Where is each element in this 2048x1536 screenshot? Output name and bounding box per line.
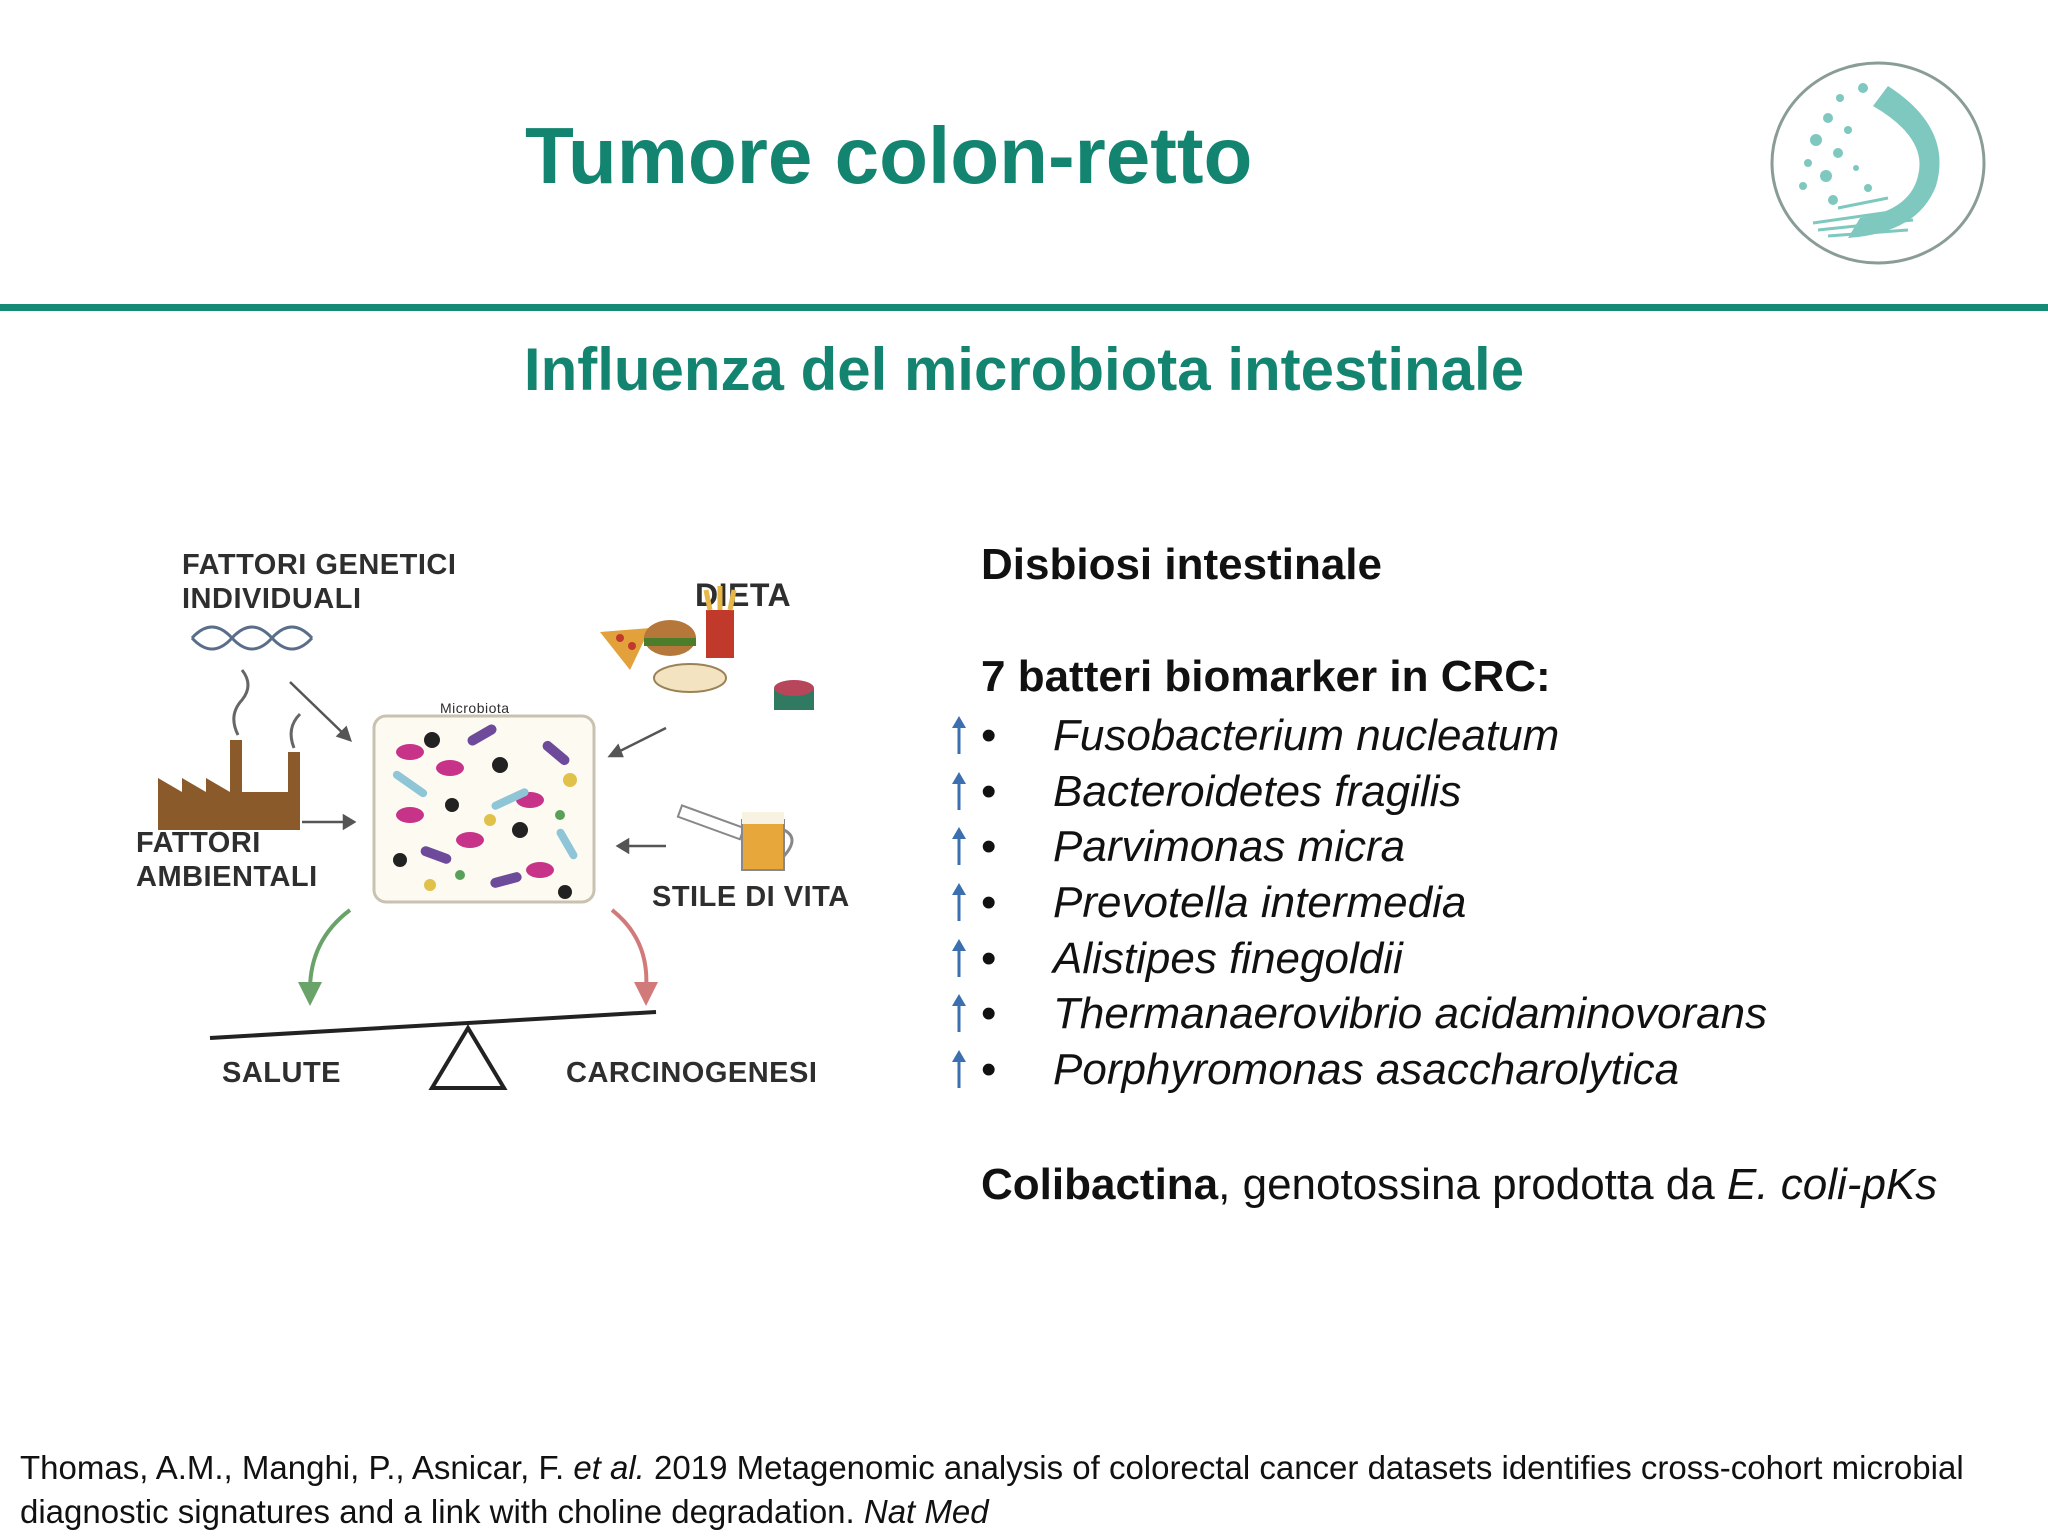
reference-journal: Nat Med	[863, 1493, 989, 1530]
bacteria-name: Porphyromonas asaccharolytica	[1053, 1045, 1680, 1095]
microbiota-factors-diagram: FATTORI GENETICI INDIVIDUALI DIETA FATTO…	[110, 520, 890, 1110]
dysbiosis-heading: Disbiosi intestinale	[981, 540, 1382, 589]
dna-icon	[190, 625, 314, 651]
up-arrow-icon	[952, 1050, 966, 1089]
cigarette-icon	[676, 804, 746, 841]
carcinogenesis-arrow	[610, 908, 649, 991]
food-icon	[600, 586, 814, 710]
lifestyle-label: STILE DI VITA	[652, 881, 850, 913]
bullet-marker: •	[981, 1045, 997, 1095]
reference-text: 2019 Metagenomic analysis of colorectal …	[20, 1449, 1964, 1530]
health-arrow	[308, 908, 352, 991]
genetic-factors-label: FATTORI GENETICI INDIVIDUALI	[182, 549, 457, 615]
colibactina-bold: Colibactina	[981, 1160, 1219, 1209]
header-divider	[0, 304, 2048, 311]
health-label: SALUTE	[222, 1057, 341, 1089]
colibactina-italic: E. coli-pKs	[1726, 1160, 1938, 1209]
bacteria-name: Thermanaerovibrio acidaminovorans	[1053, 989, 1768, 1039]
up-arrow-icon	[952, 938, 966, 977]
diagram-graphics	[158, 586, 814, 1090]
up-arrow-icon	[952, 771, 966, 810]
petri-dish-logo-icon	[1770, 61, 1986, 265]
balance-beam	[209, 1010, 657, 1040]
up-arrow-icon	[952, 716, 966, 754]
bacteria-name: Fusobacterium nucleatum	[1053, 711, 1560, 760]
carcinogenesis-label: CARCINOGENESI	[566, 1057, 818, 1089]
bullet-marker: •	[981, 933, 997, 983]
bacteria-name: Alistipes finegoldii	[1053, 933, 1403, 983]
environmental-factors-label: FATTORI AMBIENTALI	[136, 827, 318, 893]
reference-authors: Thomas, A.M., Manghi, P., Asnicar, F.	[20, 1449, 574, 1486]
up-arrow-icon	[952, 827, 966, 866]
up-arrow-icon	[952, 994, 966, 1033]
bacteria-cluster-icon	[392, 724, 578, 899]
bacteria-name: Parvimonas micra	[1053, 822, 1406, 872]
beer-icon	[741, 812, 794, 871]
bacteria-name: Prevotella intermedia	[1053, 878, 1467, 928]
colibactina-text: , genotossina prodotta da	[1218, 1160, 1727, 1209]
reference-etal: et al.	[573, 1449, 645, 1486]
bullet-marker: •	[981, 766, 997, 816]
colibactina-line: Colibactina, genotossina prodotta da E. …	[981, 1160, 1937, 1210]
bullet-marker: •	[981, 822, 997, 872]
up-arrow-icon	[952, 883, 966, 922]
bullet-marker: •	[981, 711, 997, 760]
slide-title: Tumore colon-retto	[525, 111, 1253, 200]
bacteria-name: Bacteroidetes fragilis	[1053, 766, 1462, 816]
balance-fulcrum	[428, 1024, 508, 1090]
factory-icon	[158, 669, 302, 830]
bullet-marker: •	[981, 878, 997, 928]
slide-subtitle: Influenza del microbiota intestinale	[523, 336, 1525, 403]
bullet-marker: •	[981, 989, 997, 1039]
biomarker-heading: 7 batteri biomarker in CRC:	[981, 652, 1551, 701]
microbiota-label: Microbiota	[440, 700, 510, 716]
reference-citation: Thomas, A.M., Manghi, P., Asnicar, F. et…	[20, 1446, 2030, 1534]
